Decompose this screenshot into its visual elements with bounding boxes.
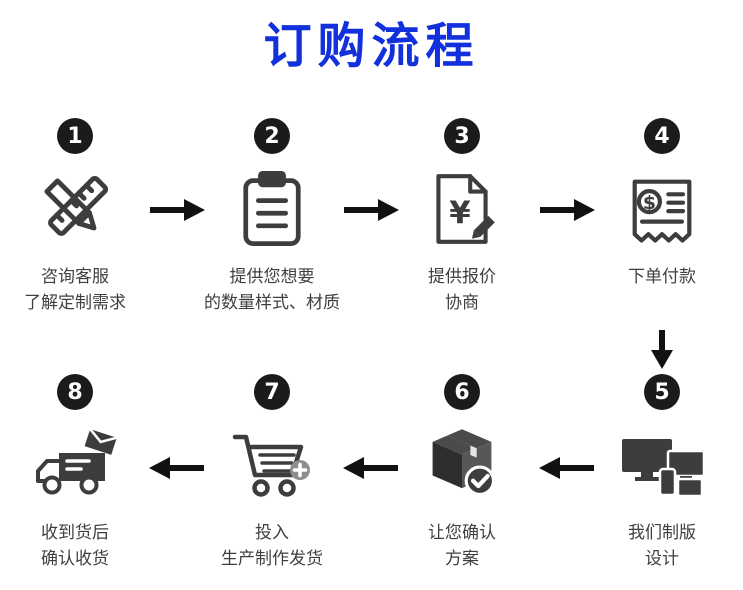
arrow-left-icon [342,455,400,481]
step-number-badge: 6 [444,374,480,410]
step-7: 7 投入 生产制作发货 [172,374,372,573]
step-number-badge: 3 [444,118,480,154]
step-number: 7 [264,379,280,405]
step-label: 提供您想要 的数量样式、材质 [204,267,340,314]
step-number-badge: 4 [644,118,680,154]
step-number: 2 [264,123,280,149]
step-label: 下单付款 [628,267,696,287]
step-number-badge: 2 [254,118,290,154]
step-number-badge: 1 [57,118,93,154]
step-label: 投入 生产制作发货 [221,523,323,570]
arrow-down-icon [649,328,675,370]
step-label: 让您确认 方案 [428,523,496,570]
step-number-badge: 8 [57,374,93,410]
step-label: 我们制版 设计 [628,523,696,570]
step-label: 提供报价 协商 [428,267,496,314]
step-number: 3 [454,123,470,149]
pen-ruler-icon [32,162,118,256]
arrow-right-icon [148,197,206,223]
step-number: 5 [654,379,670,405]
step-label: 咨询客服 了解定制需求 [24,267,126,314]
svg-text:¥: ¥ [449,195,471,231]
step-6: 6 让您确认 方案 [362,374,562,573]
step-4: 4 $ 下单付款 [562,118,743,290]
step-1: 1 咨询客服 了解定制需求 [0,118,175,317]
receipt-icon: $ [620,162,704,256]
step-number-badge: 5 [644,374,680,410]
arrow-right-icon [538,197,596,223]
arrow-left-icon [148,455,206,481]
quote-document-icon: ¥ [421,162,503,256]
cart-icon [227,418,317,512]
package-check-icon [420,418,504,512]
devices-icon [616,418,708,512]
step-2: 2 提供您想要 的数量样式、材质 [172,118,372,317]
svg-text:$: $ [643,192,656,214]
clipboard-icon [230,162,314,256]
step-8: 8 收到货后 确认收货 [0,374,175,573]
arrow-left-icon [538,455,596,481]
step-number: 6 [454,379,470,405]
truck-icon [29,418,121,512]
step-label: 收到货后 确认收货 [41,523,109,570]
step-number: 4 [654,123,670,149]
page-title: 订购流程 [263,18,480,74]
arrow-right-icon [342,197,400,223]
step-5: 5 我们制版 设计 [562,374,743,573]
step-number: 1 [67,123,83,149]
step-3: 3 ¥ 提供报价 协商 [362,118,562,317]
step-number: 8 [67,379,83,405]
step-number-badge: 7 [254,374,290,410]
